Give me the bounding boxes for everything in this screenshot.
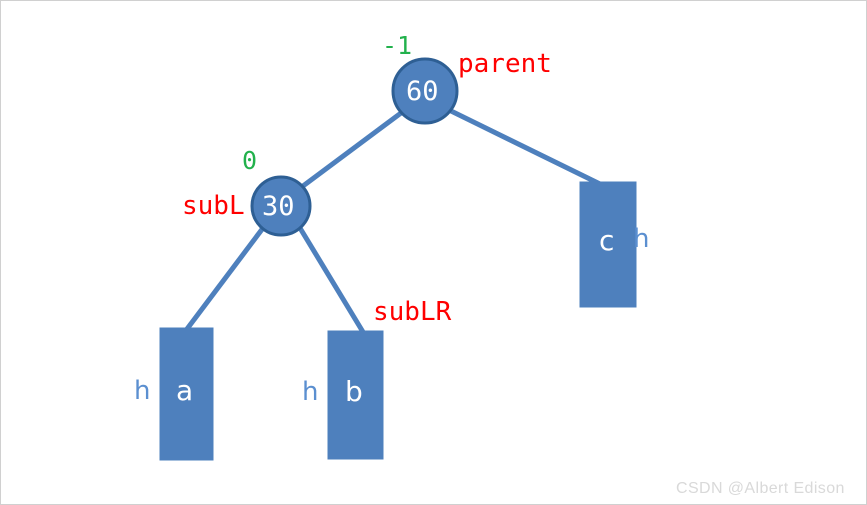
node-value-parent: 60 — [406, 76, 439, 107]
edge-group — [185, 107, 602, 334]
edge-parent-to-subtree-c — [447, 107, 602, 187]
subtree-rect-a — [159, 327, 214, 461]
watermark: CSDN @Albert Edison — [676, 480, 845, 497]
node-group — [250, 57, 459, 237]
subtree-group — [159, 181, 637, 461]
pointer-label-parent: parent — [458, 49, 552, 79]
balance-factor-parent: -1 — [382, 31, 413, 60]
edge-parent-to-subL — [301, 110, 403, 189]
node-circle-subL — [250, 175, 312, 237]
subtree-label-b: b — [345, 375, 363, 408]
subtree-rect-c — [579, 181, 637, 308]
pointer-label-subl: subL — [182, 191, 245, 221]
pointer-label-sublr: subLR — [373, 297, 452, 327]
height-label-c: h — [633, 224, 650, 254]
subtree-label-a: a — [176, 374, 194, 407]
height-label-a: h — [134, 376, 151, 406]
edge-subL-to-subtree-b — [297, 226, 366, 334]
balance-factor-subL: 0 — [242, 146, 258, 175]
node-value-subL: 30 — [262, 191, 295, 222]
edge-subL-to-subtree-a — [185, 226, 265, 331]
height-label-b: h — [302, 377, 319, 407]
node-circle-parent — [391, 57, 459, 125]
subtree-label-c: c — [599, 224, 615, 257]
subtree-rect-b — [327, 330, 384, 460]
